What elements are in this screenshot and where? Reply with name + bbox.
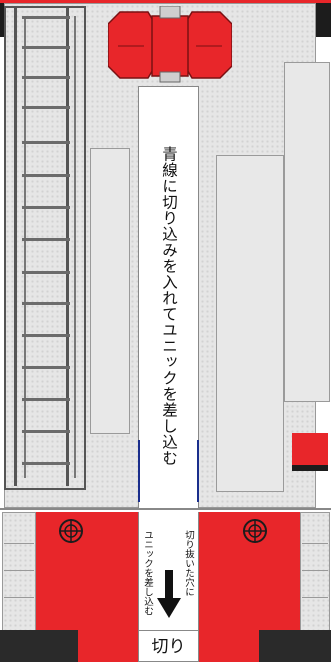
ladder-rail-left-inner xyxy=(24,16,26,478)
ladder-rung xyxy=(22,16,70,19)
left-note-text: ユニックを差し込む xyxy=(142,530,153,616)
crosshair-icon xyxy=(59,519,83,543)
ladder-rung xyxy=(22,76,70,79)
right-note-text: 切り抜いた穴に xyxy=(183,530,194,597)
floor-panel-right xyxy=(284,62,330,402)
ladder-rail-right-inner xyxy=(74,16,76,478)
ladder-rung xyxy=(22,141,70,144)
vehicle-icon xyxy=(108,6,232,83)
ladder-rungs xyxy=(22,6,70,490)
ladder-rack xyxy=(4,6,86,490)
top-red-line xyxy=(0,0,331,3)
cut-label: 切り xyxy=(151,637,186,657)
ladder-rung xyxy=(22,334,70,337)
ladder-rung xyxy=(22,46,70,49)
section-divider xyxy=(0,508,331,510)
ladder-rung xyxy=(22,430,70,433)
ladder-rung xyxy=(22,462,70,465)
ladder-rung xyxy=(22,206,70,209)
floor-panel-center-right xyxy=(216,155,284,492)
crosshair-icon xyxy=(243,519,267,543)
insertion-slot xyxy=(138,86,199,510)
bottom-red-left xyxy=(78,630,138,662)
lower-red-left xyxy=(36,512,138,632)
ladder-rung xyxy=(22,302,70,305)
ladder-rung xyxy=(22,174,70,177)
ladder-frame-outer xyxy=(4,6,86,490)
lower-left-lines xyxy=(4,516,34,626)
bottom-dark-right xyxy=(259,630,331,662)
red-marker-square xyxy=(292,433,328,471)
ladder-rung xyxy=(22,398,70,401)
top-right-black-block xyxy=(316,3,331,37)
bottom-dark-left xyxy=(0,630,78,662)
ladder-rail-right xyxy=(66,8,69,486)
lower-right-grey xyxy=(300,512,330,632)
bottom-red-right xyxy=(199,630,259,662)
ladder-rung xyxy=(22,366,70,369)
blue-cut-line-left-top xyxy=(138,440,140,502)
floor-panel-left xyxy=(90,148,130,434)
main-instruction-text: 青線に切り込みを入れてユニックを差し込む xyxy=(160,146,178,466)
blue-cut-line-right-top xyxy=(197,440,199,502)
ladder-rung xyxy=(22,271,70,274)
lower-right-lines xyxy=(302,516,328,626)
ladder-rung xyxy=(22,238,70,241)
ladder-rung xyxy=(22,106,70,109)
ladder-rail-left xyxy=(14,8,17,486)
arrow-down-icon xyxy=(157,570,181,618)
